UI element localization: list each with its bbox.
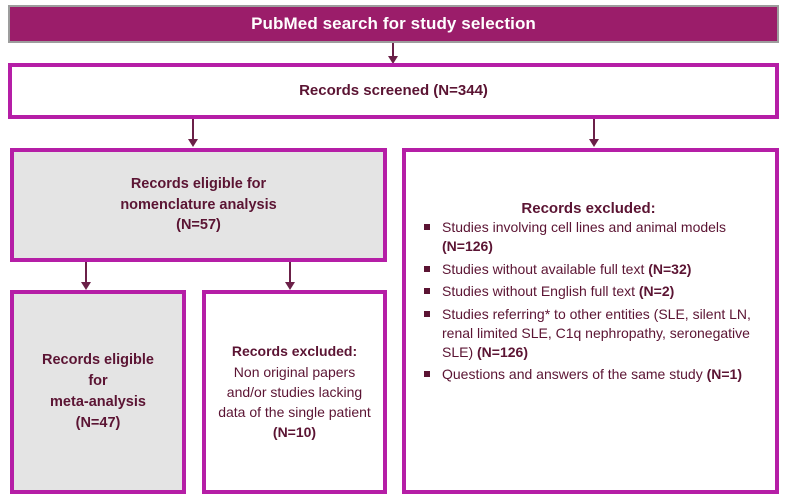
box-excluded-small-body: Non original papers and/or studies lacki…: [218, 363, 371, 421]
box-nomenclature-label: Records eligible for nomenclature analys…: [112, 174, 284, 236]
connector-screened-to-excluded: [588, 119, 600, 149]
excluded-reasons-list: Studies involving cell lines and animal …: [412, 218, 765, 384]
box-records-screened: Records screened (N=344): [8, 63, 779, 119]
nomenclature-line-1: Records eligible for: [130, 176, 267, 193]
excluded-reason-item: Studies involving cell lines and animal …: [424, 218, 761, 256]
box-excluded-small-content: Records excluded: Non original papers and…: [206, 341, 383, 442]
excluded-reason-item: Studies referring* to other entities (SL…: [424, 305, 761, 361]
connector-arrowhead: [589, 139, 599, 147]
connector-line: [593, 119, 595, 140]
diagram-header-banner: PubMed search for study selection: [8, 5, 779, 43]
connector-line: [85, 262, 87, 283]
box-records-screened-label: Records screened (N=344): [299, 82, 488, 100]
connector-header-to-screened: [387, 43, 399, 65]
excluded-reason-text: Studies without available full text: [442, 260, 649, 277]
box-meta-analysis-label: Records eligible for meta-analysis (N=47…: [34, 350, 162, 434]
excluded-reason-count: (N=126): [442, 237, 493, 254]
meta-line-4: (N=47): [75, 415, 121, 432]
excluded-reason-count: (N=1): [706, 366, 742, 383]
connector-arrowhead: [388, 56, 398, 64]
excluded-reason-item: Questions and answers of the same study …: [424, 365, 761, 384]
box-records-excluded-detailed: Records excluded: Studies involving cell…: [402, 148, 779, 494]
square-bullet-icon: [424, 288, 430, 295]
excluded-reason-text: Studies referring* to other entities (SL…: [442, 306, 751, 360]
excluded-reason-text: Studies involving cell lines and animal …: [442, 219, 727, 235]
connector-nomenclature-to-excluded-small: [284, 262, 296, 292]
excluded-reason-item: Studies without available full text (N=3…: [424, 260, 761, 279]
box-excluded-small-count: (N=10): [272, 424, 317, 441]
nomenclature-line-2: nomenclature analysis: [120, 196, 277, 213]
connector-line: [192, 119, 194, 140]
square-bullet-icon: [424, 311, 430, 317]
square-bullet-icon: [424, 224, 430, 230]
excluded-reason-text: Studies without English full text: [442, 283, 639, 300]
box-records-eligible-meta-analysis: Records eligible for meta-analysis (N=47…: [10, 290, 186, 494]
nomenclature-line-3: (N=57): [176, 217, 221, 234]
connector-line: [289, 262, 291, 283]
square-bullet-icon: [424, 265, 430, 272]
excluded-reason-count: (N=126): [477, 343, 528, 360]
connector-screened-to-nomenclature: [187, 119, 199, 149]
excluded-reason-count: (N=2): [638, 283, 675, 300]
meta-line-3: meta-analysis: [50, 394, 146, 410]
page-title: PubMed search for study selection: [251, 13, 536, 33]
connector-arrowhead: [285, 282, 295, 290]
box-records-eligible-nomenclature: Records eligible for nomenclature analys…: [10, 148, 387, 262]
excluded-reason-item: Studies without English full text (N=2): [424, 282, 761, 301]
box-excluded-small-heading: Records excluded:: [231, 343, 358, 360]
connector-nomenclature-to-meta: [80, 262, 92, 292]
meta-line-1: Records eligible: [41, 351, 154, 368]
meta-line-2: for: [88, 372, 108, 389]
excluded-reason-text: Questions and answers of the same study: [442, 366, 707, 383]
connector-arrowhead: [188, 139, 198, 147]
excluded-list-wrapper: Records excluded: Studies involving cell…: [406, 152, 775, 388]
connector-line: [392, 43, 394, 57]
connector-arrowhead: [81, 282, 91, 290]
excluded-reason-count: (N=32): [648, 260, 692, 277]
square-bullet-icon: [424, 371, 430, 378]
box-records-excluded-small: Records excluded: Non original papers and…: [202, 290, 387, 494]
box-excluded-detailed-heading: Records excluded:: [521, 200, 656, 217]
